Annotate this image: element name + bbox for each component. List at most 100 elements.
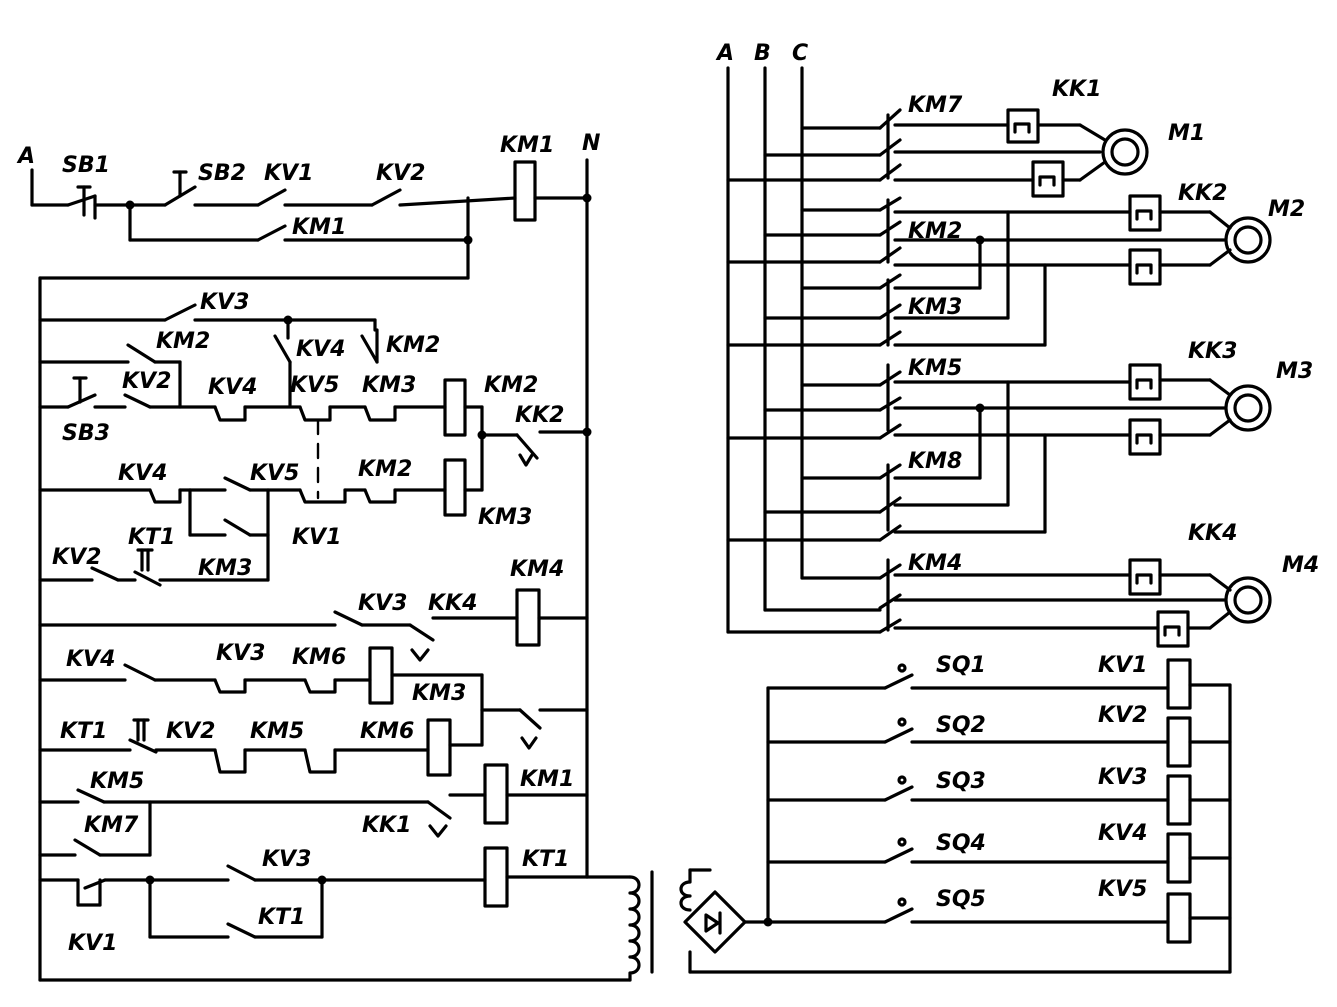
kv1-relay-coil <box>1166 658 1192 710</box>
km5-label-row8: KM5 <box>250 719 304 744</box>
phase-a-label: A <box>16 144 35 169</box>
km7-label: KM7 <box>908 93 963 118</box>
power-circuit: A B C KM7 KK1 M1 KM2 KK2 M2 <box>715 41 1319 648</box>
km2-label-row2a: KM2 <box>156 329 210 354</box>
km6-contact-row7 <box>303 678 337 694</box>
motor-m3 <box>1224 384 1272 432</box>
sq3-row: SQ3 KV3 <box>766 765 1232 826</box>
kv1-contact <box>256 188 287 207</box>
km6-coil <box>368 646 394 705</box>
kk1-thermal-element-b <box>1031 160 1065 198</box>
km1-hold-label: KM1 <box>292 215 346 240</box>
kv3-contact-row10 <box>226 864 257 882</box>
kv5-label-row3: KV5 <box>290 373 339 398</box>
kv5-contact-row4 <box>223 476 252 492</box>
motor-m1 <box>1101 128 1149 176</box>
kk3-thermal-contact <box>518 708 542 750</box>
km3-contact-row3 <box>363 405 397 422</box>
motor-m2 <box>1224 216 1272 264</box>
sq1-label: SQ1 <box>936 653 986 678</box>
kv2-relay-coil <box>1166 716 1192 768</box>
kv4-label-row7: KV4 <box>66 647 115 672</box>
sq1-row: SQ1 KV1 <box>766 653 1232 710</box>
kv2-label-row3: KV2 <box>122 369 171 394</box>
kv2-contact-row8 <box>213 748 247 774</box>
kv4-label-row4: KV4 <box>118 461 167 486</box>
km1-coil-label: KM1 <box>500 133 554 158</box>
km2-contact-row4 <box>363 488 397 504</box>
kv3-contact-row2 <box>163 303 197 322</box>
km3-label: KM3 <box>908 295 962 320</box>
limit-switch-circuit: SQ1 KV1 SQ2 KV2 SQ3 KV3 SQ4 KV4 <box>679 653 1232 974</box>
kt1-coil-label: KT1 <box>522 847 569 872</box>
kv3-relay-label: KV3 <box>1098 765 1147 790</box>
neutral-label: N <box>582 131 600 156</box>
kk2-thermal-element-b <box>1128 248 1162 286</box>
sq3-label: SQ3 <box>936 769 986 794</box>
kv2-label-row1: KV2 <box>376 161 425 186</box>
km3-coil-label-row7: KM3 <box>412 681 466 706</box>
sq5-contact <box>883 907 914 924</box>
motor-m4 <box>1224 576 1272 624</box>
kv2-label-row8: KV2 <box>166 719 215 744</box>
sq4-contact <box>883 847 914 864</box>
rectifier-bridge <box>683 890 747 954</box>
kk3-label: KK3 <box>1188 339 1237 364</box>
kv4-relay-label: KV4 <box>1098 821 1147 846</box>
km3-coil-row4 <box>443 458 467 517</box>
m2-label: M2 <box>1268 197 1305 222</box>
kv2-contact-row5 <box>90 566 120 582</box>
kv3-contact-row6 <box>333 610 364 627</box>
km8-label: KM8 <box>908 449 962 474</box>
bus-a-label: A <box>715 41 734 66</box>
kk2-label: KK2 <box>1178 181 1227 206</box>
sb3-label: SB3 <box>62 421 110 446</box>
km7-contact-row9 <box>73 838 102 857</box>
kv2-relay-label: KV2 <box>1098 703 1147 728</box>
kv4-contact-row7 <box>123 663 157 682</box>
sq1-contact <box>883 673 914 690</box>
kk3-thermal-element-a <box>1128 363 1162 401</box>
m1-label: M1 <box>1168 121 1205 146</box>
kv4-contact-row4 <box>148 488 182 504</box>
km6-coil-label-row8: KM6 <box>360 719 414 744</box>
km1-coil-row9 <box>483 763 509 825</box>
m4-label: M4 <box>1282 553 1319 578</box>
km3-coil-label-row4: KM3 <box>478 505 532 530</box>
sb1-label: SB1 <box>62 153 110 178</box>
kt1-timed-contact-row5 <box>133 548 162 587</box>
kk4-thermal-element-a <box>1128 558 1162 596</box>
km5-contact-row9 <box>76 788 106 804</box>
kv4-relay-coil <box>1166 832 1192 884</box>
transformer-primary <box>628 875 641 982</box>
kk4-thermal-element-b <box>1156 610 1190 648</box>
kv5-contact-row3 <box>298 405 332 422</box>
kt1-contact-row10 <box>226 922 257 939</box>
kk1-label: KK1 <box>1052 77 1101 102</box>
transformer-secondary <box>679 868 692 912</box>
kv3-relay-coil <box>1166 774 1192 826</box>
kk4-label-row6: KK4 <box>428 591 477 616</box>
kt1-contact-label-row10: KT1 <box>258 905 305 930</box>
kt1-label-row5: KT1 <box>128 525 175 550</box>
control-circuit: A SB1 SB2 KV1 KV2 KM1 N KM1 KV3 KM2 KV4 … <box>16 131 654 982</box>
kv4-contact-row3 <box>213 405 247 422</box>
kt1-coil <box>483 846 509 908</box>
km5-contact-row8 <box>303 748 337 774</box>
kk3-thermal-element-b <box>1128 418 1162 456</box>
kv4-label-row3: KV4 <box>208 375 257 400</box>
kk2-thermal-element-a <box>1128 194 1162 232</box>
kv1-contact-row10 <box>76 878 107 907</box>
km6-label-row7: KM6 <box>292 645 346 670</box>
sq2-row: SQ2 KV2 <box>766 703 1232 768</box>
kt1-label-row8: KT1 <box>60 719 107 744</box>
kk2-label-row3: KK2 <box>515 403 564 428</box>
sq3-contact <box>883 785 914 802</box>
sb2-button <box>163 170 197 207</box>
sq2-contact <box>883 727 914 744</box>
kv3-label-row6: KV3 <box>358 591 407 616</box>
sb3-button <box>66 376 97 409</box>
km3-label-row3: KM3 <box>362 373 416 398</box>
km2-label-row4: KM2 <box>358 457 412 482</box>
